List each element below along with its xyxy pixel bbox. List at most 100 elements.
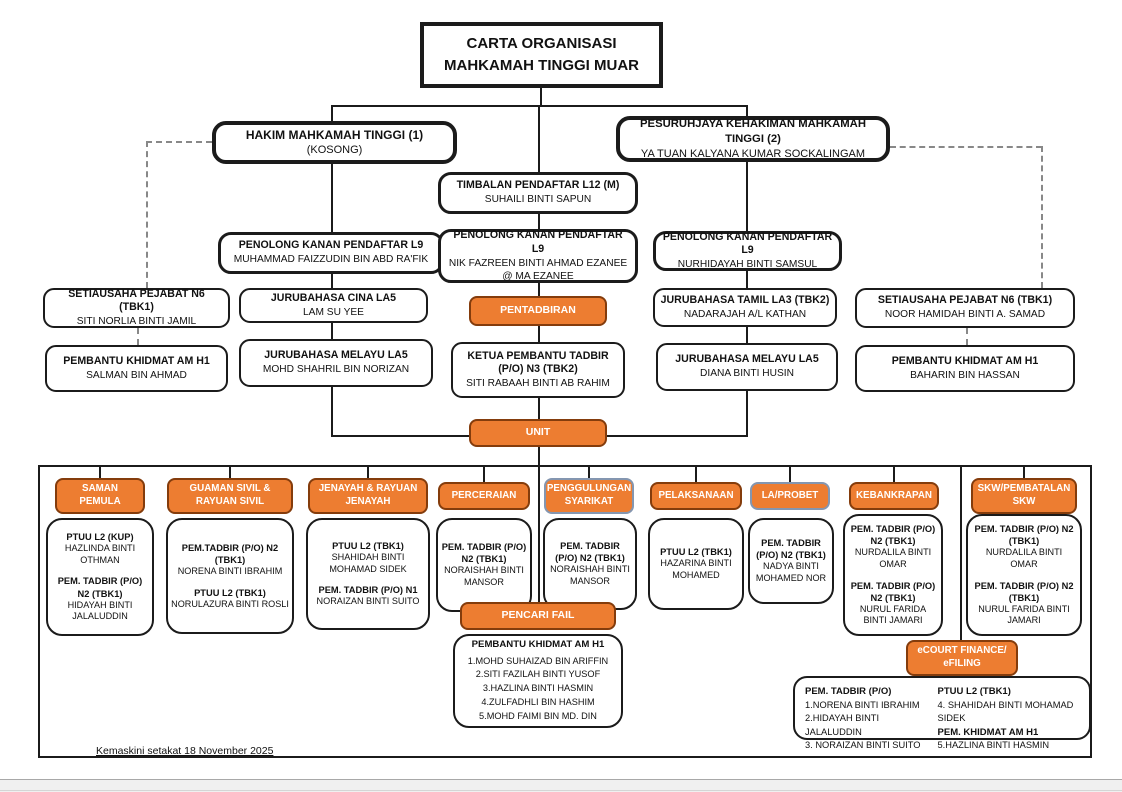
staff-entry: PEM. TADBIR (P/O) N2 (TBK1) NORAISHAH BI…	[548, 540, 632, 588]
connector-line	[331, 435, 469, 437]
chart-title-box: CARTA ORGANISASI MAHKAMAH TINGGI MUAR	[420, 22, 663, 88]
node-name: NOOR HAMIDAH BINTI A. SAMAD	[884, 309, 1046, 321]
node-hakim: HAKIM MAHKAMAH TINGGI (1) (KOSONG)	[212, 121, 457, 164]
unit-staff-box: PEM. TADBIR (P/O) N2 (TBK1) NORAISHAH BI…	[436, 518, 532, 612]
connector-line	[746, 390, 748, 437]
node-pembantu-khidmat-left: PEMBANTU KHIDMAT AM H1 SALMAN BIN AHMAD	[45, 345, 228, 392]
connector-line	[538, 325, 540, 343]
unit-header-penggulungan-syarikat: PENGGULUNGAN SYARIKAT	[544, 478, 634, 514]
pencari-fail-name: 4.ZULFADHLI BIN HASHIM	[481, 696, 595, 707]
dashed-connector	[890, 146, 1042, 148]
staff-entry: PEM. TADBIR (P/O) N2 (TBK1) NURUL FARIDA…	[848, 580, 938, 628]
staff-name: NURUL FARIDA BINTI JAMARI	[978, 603, 1070, 626]
connector-line	[607, 435, 748, 437]
staff-name: SHAHIDAH BINTI MOHAMAD SIDEK	[329, 551, 407, 574]
unit-header-pelaksanaan: PELAKSANAAN	[650, 482, 742, 510]
staff-name: NORULAZURA BINTI ROSLI	[171, 598, 289, 609]
staff-role: PTUU L2 (TBK1)	[194, 587, 266, 598]
node-setiausaha-right: SETIAUSAHA PEJABAT N6 (TBK1) NOOR HAMIDA…	[855, 288, 1075, 328]
node-pkp-middle: PENOLONG KANAN PENDAFTAR L9 NIK FAZREEN …	[438, 229, 638, 283]
connector-line	[331, 105, 333, 122]
node-role: SETIAUSAHA PEJABAT N6 (TBK1)	[877, 294, 1053, 307]
unit-staff-box: PEM.TADBIR (P/O) N2 (TBK1) NORENA BINTI …	[166, 518, 294, 634]
ecourt-name: 1.NORENA BINTI IBRAHIM	[805, 699, 920, 710]
unit-header-skw: SKW/PEMBATALAN SKW	[971, 478, 1077, 514]
connector-line	[331, 386, 333, 437]
node-role: PENOLONG KANAN PENDAFTAR L9	[453, 228, 623, 255]
node-jurubahasa-tamil: JURUBAHASA TAMIL LA3 (TBK2) NADARAJAH A/…	[653, 288, 837, 327]
unit-staff-box: PTUU L2 (KUP) HAZLINDA BINTI OTHMAN PEM.…	[46, 518, 154, 636]
staff-entry: PTUU L2 (TBK1) SHAHIDAH BINTI MOHAMAD SI…	[311, 540, 425, 576]
unit-staff-box: PEM. TADBIR (P/O) N2 (TBK1) NORAISHAH BI…	[543, 518, 637, 610]
chart-title-line1: CARTA ORGANISASI	[466, 34, 617, 52]
connector-line	[331, 163, 333, 233]
staff-name: NORAIZAN BINTI SUITO	[316, 596, 420, 607]
staff-role: PTUU L2 (TBK1)	[660, 547, 732, 558]
node-name: DIANA BINTI HUSIN	[700, 368, 794, 380]
staff-entry: PTUU L2 (KUP) HAZLINDA BINTI OTHMAN	[51, 531, 149, 567]
node-role: JURUBAHASA MELAYU LA5	[264, 349, 408, 362]
connector-line	[789, 465, 791, 482]
connector-line	[538, 105, 540, 173]
connector-line	[483, 465, 485, 482]
staff-name: HAZLINDA BINTI OTHMAN	[64, 542, 136, 565]
connector-line	[746, 270, 748, 289]
pencari-fail-name: 2.SITI FAZILAH BINTI YUSOF	[475, 669, 601, 680]
dashed-connector	[146, 141, 148, 288]
connector-line	[746, 326, 748, 344]
node-pkp-right: PENOLONG KANAN PENDAFTAR L9 NURHIDAYAH B…	[653, 231, 842, 271]
staff-entry: PTUU L2 (TBK1) NORULAZURA BINTI ROSLI	[171, 587, 289, 611]
page-edge	[0, 779, 1122, 792]
ecourt-name: 4. SHAHIDAH BINTI MOHAMAD SIDEK	[937, 699, 1074, 724]
node-name: SUHAILI BINTI SAPUN	[484, 194, 592, 206]
connector-line	[538, 446, 540, 466]
node-jurubahasa-melayu-right: JURUBAHASA MELAYU LA5 DIANA BINTI HUSIN	[656, 343, 838, 391]
pencari-fail-name: 3.HAZLINA BINTI HASMIN	[482, 683, 594, 694]
node-name: (KOSONG)	[306, 144, 363, 157]
unit-header-guaman-sivil: GUAMAN SIVIL & RAYUAN SIVIL	[167, 478, 293, 514]
unit-header-jenayah: JENAYAH & RAYUAN JENAYAH	[308, 478, 428, 514]
staff-entry: PEM. TADBIR (P/O) N2 (TBK1) HIDAYAH BINT…	[51, 575, 149, 623]
ecourt-box: PEM. TADBIR (P/O) 1.NORENA BINTI IBRAHIM…	[793, 676, 1091, 750]
unit-staff-box: PEM. TADBIR (P/O) N2 (TBK1) NADYA BINTI …	[748, 518, 834, 604]
divider-line	[960, 465, 962, 640]
unit-header-perceraian: PERCERAIAN	[438, 482, 530, 510]
node-role: TIMBALAN PENDAFTAR L12 (M)	[456, 179, 620, 192]
unit-staff-box: PEM. TADBIR (P/O) N2 (TBK1) NURDALILA BI…	[843, 514, 943, 636]
ecourt-left-column: PEM. TADBIR (P/O) 1.NORENA BINTI IBRAHIM…	[805, 685, 926, 750]
connector-line	[540, 88, 542, 106]
unit-staff-box: PEM. TADBIR (P/O) N2 (TBK1) NURDALILA BI…	[966, 514, 1082, 636]
staff-role: PEM. TADBIR (P/O) N2 (TBK1)	[57, 576, 143, 599]
node-pkp-left: PENOLONG KANAN PENDAFTAR L9 MUHAMMAD FAI…	[218, 232, 444, 274]
ecourt-name: 2.HIDAYAH BINTI JALALUDDIN	[805, 713, 880, 737]
connector-line	[746, 161, 748, 232]
last-updated-note: Kemaskini setakat 18 November 2025	[96, 745, 274, 757]
ecourt-role: PEM. TADBIR (P/O)	[805, 686, 892, 697]
dashed-connector	[966, 328, 968, 345]
staff-name: NORAISHAH BINTI MANSOR	[444, 565, 524, 588]
node-role: JURUBAHASA MELAYU LA5	[675, 353, 819, 366]
staff-name: NURUL FARIDA BINTI JAMARI	[859, 603, 927, 626]
node-name: SITI RABAAH BINTI AB RAHIM	[466, 378, 610, 390]
staff-name: HAZARINA BINTI MOHAMED	[660, 558, 732, 581]
connector-line	[1023, 465, 1025, 478]
ecourt-role: PTUU L2 (TBK1)	[937, 686, 1011, 697]
staff-entry: PEM.TADBIR (P/O) N2 (TBK1) NORENA BINTI …	[171, 542, 289, 578]
node-name: LAM SU YEE	[303, 306, 364, 318]
pencari-fail-role: PEMBANTU KHIDMAT AM H1	[471, 638, 605, 650]
staff-role: PEM.TADBIR (P/O) N2 (TBK1)	[181, 542, 279, 565]
node-setiausaha-left: SETIAUSAHA PEJABAT N6 (TBK1) SITI NORLIA…	[43, 288, 230, 328]
node-role: JURUBAHASA TAMIL LA3 (TBK2)	[660, 293, 830, 306]
staff-role: PEM. TADBIR (P/O) N2 (TBK1)	[974, 523, 1074, 546]
staff-entry: PEM. TADBIR (P/O) N1 NORAIZAN BINTI SUIT…	[311, 584, 425, 608]
node-name: MOHD SHAHRIL BIN NORIZAN	[262, 364, 410, 376]
pencari-fail-name: 1.MOHD SUHAIZAD BIN ARIFFIN	[467, 655, 609, 666]
unit-header-la-probet: LA/PROBET	[750, 482, 830, 510]
staff-role: PEM. TADBIR (P/O) N2 (TBK1)	[974, 580, 1074, 603]
staff-name: NURDALILA BINTI OMAR	[985, 546, 1063, 569]
staff-role: PEM. TADBIR (P/O) N2 (TBK1)	[756, 538, 826, 561]
staff-role: PTUU L2 (TBK1)	[332, 540, 404, 551]
staff-entry: PEM. TADBIR (P/O) N2 (TBK1) NADYA BINTI …	[753, 537, 829, 585]
connector-line	[893, 465, 895, 482]
